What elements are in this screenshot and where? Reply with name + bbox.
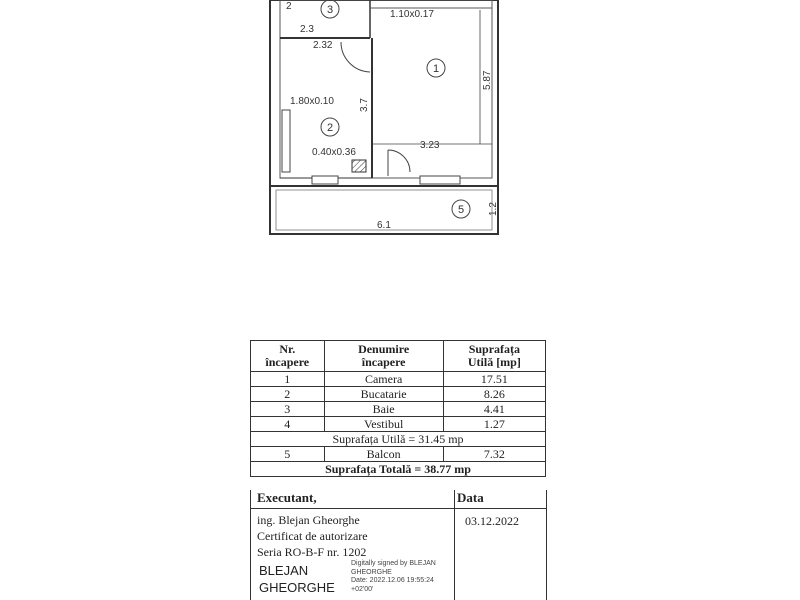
dim-label-2-32: 2.32 xyxy=(313,40,333,51)
table-row-balcony: 5 Balcon 7.32 xyxy=(250,446,547,462)
door-kitchen xyxy=(340,41,371,73)
room-label-2: 2 xyxy=(327,122,333,134)
signature-divider xyxy=(454,490,455,600)
series-line: Seria RO-B-F nr. 1202 xyxy=(257,545,367,559)
room-label-3: 3 xyxy=(327,4,333,16)
digital-signature-stamp: Digitally signed by BLEJAN GHEORGHE Date… xyxy=(351,560,436,594)
digisig-line-1: Digitally signed by BLEJAN xyxy=(351,560,436,567)
digital-signer-name: BLEJAN GHEORGHE xyxy=(259,562,335,596)
row-name: Baie xyxy=(323,401,444,417)
floor-plan: 1 2 3 5 2.3 2.32 1.80x0.10 0.40x0.36 1.1… xyxy=(269,0,499,235)
dim-label-1-10: 1.10x0.17 xyxy=(390,9,434,20)
date-value: 03.12.2022 xyxy=(465,514,519,528)
dim-label-0-40: 0.40x0.36 xyxy=(312,147,356,158)
dim-label-6-1: 6.1 xyxy=(377,220,391,231)
door-balcony xyxy=(387,149,411,173)
window-room1 xyxy=(419,175,461,185)
dim-label-2-3: 2.3 xyxy=(300,24,314,35)
row-name: Balcon xyxy=(323,446,444,462)
dim-label-2-top: 2 xyxy=(286,1,292,12)
room-label-5: 5 xyxy=(458,204,464,216)
kitchen-duct xyxy=(351,159,367,173)
row-area: 8.26 xyxy=(442,386,547,402)
areas-table: Nr. încapere Denumire încapere Suprafața… xyxy=(250,340,547,477)
table-row: 2 Bucatarie 8.26 xyxy=(250,386,547,402)
header-area: Suprafața Utilă [mp] xyxy=(442,340,547,372)
data-label: Data xyxy=(457,490,484,505)
balcony-outline xyxy=(269,185,499,235)
row-nr: 5 xyxy=(250,446,325,462)
room-label-1: 1 xyxy=(433,63,439,75)
row-nr: 1 xyxy=(250,371,325,387)
total-text: Suprafața Totală = 38.77 mp xyxy=(250,461,546,477)
balcony-inner xyxy=(275,189,493,231)
kitchen-counter xyxy=(281,109,291,173)
table-row: 1 Camera 17.51 xyxy=(250,371,547,387)
engineer-name: ing. Blejan Gheorghe xyxy=(257,513,360,527)
row-name: Bucatarie xyxy=(323,386,444,402)
row-name: Camera xyxy=(323,371,444,387)
header-nr: Nr. încapere xyxy=(250,340,325,372)
signature-header-rule xyxy=(251,508,546,509)
digisig-line-4: +02'00' xyxy=(351,585,374,593)
table-row: 3 Baie 4.41 xyxy=(250,401,547,417)
signer-first: BLEJAN xyxy=(259,563,309,578)
subtotal-row: Suprafața Utilă = 31.45 mp xyxy=(250,431,546,447)
room-marker-3 xyxy=(320,0,340,19)
dim-label-3-23: 3.23 xyxy=(420,140,440,151)
row-area: 7.32 xyxy=(442,446,547,462)
table-row: 4 Vestibul 1.27 xyxy=(250,416,547,432)
signer-last: GHEORGHE xyxy=(259,580,335,595)
room-marker-1 xyxy=(426,58,446,78)
row-area: 4.41 xyxy=(442,401,547,417)
digisig-line-2: GHEORGHE xyxy=(351,568,392,576)
row-nr: 3 xyxy=(250,401,325,417)
table-header-row: Nr. încapere Denumire încapere Suprafața… xyxy=(250,340,547,372)
apartment-inner-outline xyxy=(279,0,493,179)
header-name: Denumire încapere xyxy=(323,340,444,372)
dim-label-1-2: 1.2 xyxy=(488,202,499,216)
row-area: 1.27 xyxy=(442,416,547,432)
row-area: 17.51 xyxy=(442,371,547,387)
window-kitchen xyxy=(311,175,339,185)
total-row: Suprafața Totală = 38.77 mp xyxy=(250,461,546,477)
dim-label-3-7: 3.7 xyxy=(359,98,370,112)
row-nr: 4 xyxy=(250,416,325,432)
dim-label-1-80: 1.80x0.10 xyxy=(290,96,334,107)
row-name: Vestibul xyxy=(323,416,444,432)
subtotal-text: Suprafața Utilă = 31.45 mp xyxy=(250,431,546,447)
row-nr: 2 xyxy=(250,386,325,402)
digisig-line-3: Date: 2022.12.06 19:55:24 xyxy=(351,577,434,584)
executant-label: Executant, xyxy=(257,490,317,505)
signature-box: Executant, Data 03.12.2022 ing. Blejan G… xyxy=(250,490,547,600)
room-marker-5 xyxy=(451,199,471,219)
room-marker-2 xyxy=(320,117,340,137)
dim-label-5-87: 5.87 xyxy=(482,70,493,90)
certificate-line: Certificat de autorizare xyxy=(257,529,368,543)
